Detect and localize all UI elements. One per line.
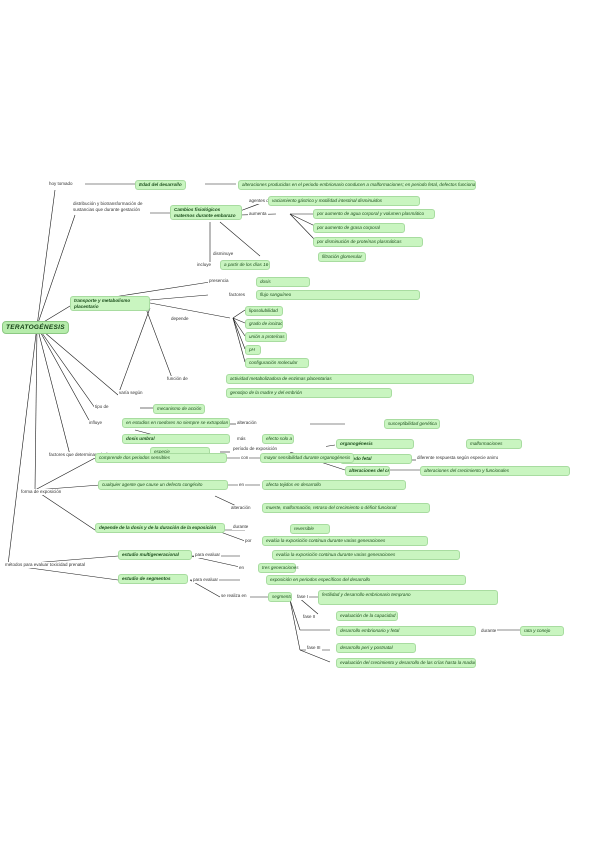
node-comp-res[interactable]: mayor sensibilidad durante organogénesis: [260, 453, 354, 463]
node-transporte[interactable]: transporte y metabolismo placentario: [70, 296, 150, 312]
label-espec: diferente respuesta según especie animal: [416, 455, 498, 461]
label-forma: forma de exposición: [20, 489, 63, 495]
node-dosis[interactable]: dosis: [256, 277, 310, 287]
node-dos-dias[interactable]: a partir de los días 16-18: [220, 260, 270, 270]
label-fase2: fase II: [302, 614, 317, 620]
label-agentes: agentes de: [248, 198, 273, 204]
label-metodos: métodos para evaluar toxicidad prenatal: [4, 562, 87, 568]
node-tres[interactable]: tres generaciones: [258, 563, 299, 573]
node-seg[interactable]: estudio de segmentos: [118, 574, 188, 584]
node-cual[interactable]: cualquier agente que cause un defecto co…: [98, 480, 228, 490]
node-dosis-umbral[interactable]: dosis umbral: [122, 434, 230, 444]
node-mort[interactable]: muerte, malformación, retraso del crecim…: [262, 503, 430, 513]
node-org-res[interactable]: malformaciones: [466, 439, 522, 449]
label-en: en: [238, 565, 246, 571]
label-dur: durante: [232, 524, 250, 530]
label-distrib: distribución y biotransformación de sust…: [72, 201, 162, 212]
node-fase3[interactable]: desarrollo peri y postnatal: [336, 643, 416, 653]
label-cual-en: en: [238, 482, 246, 488]
node-union[interactable]: unión a proteínas: [245, 332, 287, 342]
label-incl: incluye: [196, 262, 213, 268]
node-fase2[interactable]: desarrollo embrionario y fetal: [336, 626, 476, 636]
label-dism: disminuye: [212, 251, 235, 257]
node-dosis-res[interactable]: efecto solo a partir de determinada conc…: [262, 434, 294, 444]
node-grasa[interactable]: por aumento de grasa corporal: [313, 223, 405, 233]
label-para: para evaluar: [194, 552, 222, 558]
node-fil[interactable]: filtración glomerular: [318, 252, 367, 262]
node-config[interactable]: configuración molecular: [245, 358, 309, 368]
label-tipo: tipo de: [94, 404, 110, 410]
node-metabol[interactable]: actividad metabolizadora de enzimas plac…: [226, 374, 474, 384]
label-se: se realiza en: [220, 593, 248, 599]
node-seg-res[interactable]: exposición en periodos específicos del d…: [266, 575, 466, 585]
node-multi[interactable]: estudio multigeneracional: [118, 550, 192, 560]
node-seg1[interactable]: segmento I: [268, 592, 292, 602]
node-fase1[interactable]: fertilidad y desarrollo embrionario temp…: [318, 590, 498, 605]
node-fase3b[interactable]: evaluación del crecimiento y desarrollo …: [336, 658, 476, 668]
node-org[interactable]: organogénesis: [336, 439, 414, 449]
label-dur2: durante: [480, 628, 498, 634]
label-infl: influye: [88, 420, 104, 426]
node-edad-res[interactable]: alteraciones producidas en el periodo em…: [238, 180, 476, 190]
label-fase3: fase III: [306, 645, 322, 651]
label-mas: más: [236, 436, 247, 442]
label-aumento: aumenta: [248, 211, 268, 217]
node-genotipo[interactable]: genotipo de la madre y del embrión: [226, 388, 392, 398]
node-ph[interactable]: pH: [245, 345, 261, 355]
node-cual-res[interactable]: afecta tejidos en desarrollo: [262, 480, 406, 490]
node-fetal-res[interactable]: alteraciones del crecimiento y funcional…: [345, 466, 390, 476]
label-factores2: factores que determinan el efecto: [48, 452, 117, 458]
node-fetal-res-2[interactable]: alteraciones del crecimiento y funcional…: [420, 466, 570, 476]
label-alter: alteración: [236, 420, 258, 426]
label-por: por: [244, 538, 253, 544]
label-presencia: presencia: [208, 278, 230, 284]
label-para2: para evaluar: [192, 577, 220, 583]
node-flujo[interactable]: flujo sanguíneo: [256, 290, 420, 300]
label-alter2: alteración: [230, 505, 252, 511]
node-multi-res[interactable]: evalúa la exposición continua durante va…: [272, 550, 460, 560]
label-comp-con: con: [240, 455, 250, 461]
root-node[interactable]: TERATOGÉNESIS: [2, 321, 69, 334]
label-dep: depende: [170, 316, 190, 322]
label-hoy: hoy tomado: [48, 181, 74, 187]
node-depende[interactable]: depende de la dosis y de la duración de …: [95, 523, 225, 533]
node-prot[interactable]: por disminución de proteínas plasmáticas: [313, 237, 423, 247]
label-factores: factores: [228, 292, 247, 298]
label-func: función de: [166, 376, 189, 382]
node-gen-res[interactable]: susceptibilidad genética: [384, 419, 440, 429]
node-ionizacion[interactable]: grado de ionización: [245, 319, 283, 329]
node-depende-res[interactable]: evalúa la exposición continua durante va…: [262, 536, 428, 546]
label-fase1: fase I: [296, 594, 310, 600]
node-ppl[interactable]: por aumento de agua corporal y volumen p…: [313, 209, 435, 219]
node-comp[interactable]: comprende dos periodos sensibles: [95, 453, 227, 463]
node-mecanismo[interactable]: mecanismo de acción: [153, 404, 206, 414]
node-reversible[interactable]: reversible: [290, 524, 330, 534]
node-lipo[interactable]: liposolubilidad: [245, 306, 283, 316]
label-periodo: período de exposición: [232, 446, 326, 452]
node-ratones[interactable]: en estudios en roedores no siempre se ex…: [122, 418, 230, 428]
node-cambios[interactable]: Cambios fisiológicos maternos durante em…: [170, 205, 242, 221]
node-fase2c[interactable]: rata y conejo: [520, 626, 564, 636]
node-vac[interactable]: vaciamiento gástrico y motilidad intesti…: [268, 196, 420, 206]
node-fase1b[interactable]: evaluación de la capacidad reproductiva: [336, 611, 398, 621]
label-var: varía según: [118, 390, 144, 396]
node-edad[interactable]: Edad del desarrollo: [135, 180, 186, 190]
